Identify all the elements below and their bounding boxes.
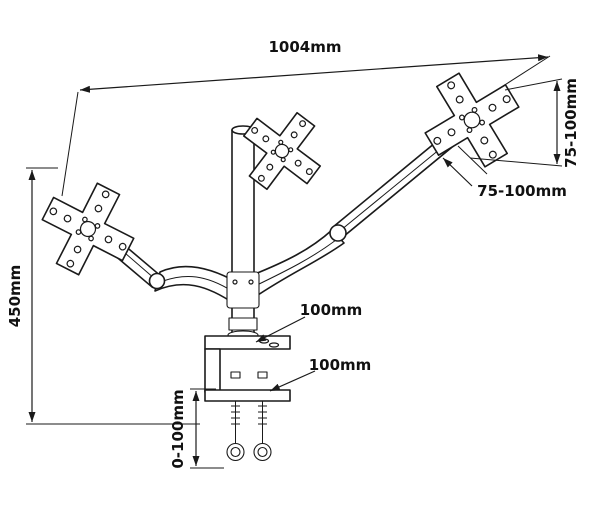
pole-lower-collar: [228, 317, 258, 331]
desk-clamp: [204, 330, 291, 462]
vesa-plate-left: [35, 176, 141, 282]
center-pole: [226, 125, 260, 343]
arm-collar: [226, 271, 260, 309]
dim-offset-upper: 100mm: [255, 301, 363, 343]
clamp-bottom-jaw: [204, 389, 291, 402]
dim-label-vesa-horizontal: 75-100mm: [477, 182, 567, 200]
dim-label-vesa-vertical: 75-100mm: [562, 78, 580, 168]
dim-label-clamp-range: 0-100mm: [169, 389, 187, 468]
dim-clamp-range: 0-100mm: [169, 388, 224, 469]
clamp-screw-right: [253, 371, 272, 462]
dim-vesa-horizontal: 75-100mm: [442, 145, 567, 200]
dim-label-overall-height: 450mm: [6, 265, 24, 328]
dim-label-offset-lower: 100mm: [309, 356, 372, 374]
left-elbow-joint: [148, 272, 166, 290]
clamp-back-wall: [204, 348, 221, 393]
dim-offset-lower: 100mm: [269, 356, 372, 392]
dim-overall-width: 1004mm: [61, 38, 551, 197]
dim-label-offset-upper: 100mm: [300, 301, 363, 319]
clamp-top-plate: [204, 335, 291, 350]
clamp-screw-left: [226, 371, 245, 462]
dim-label-overall-width: 1004mm: [268, 38, 341, 56]
dim-vesa-vertical: 75-100mm: [469, 78, 580, 168]
clamp-slot-lower: [268, 342, 280, 348]
right-elbow-joint: [329, 224, 347, 242]
dim-overall-height: 450mm: [6, 167, 200, 425]
